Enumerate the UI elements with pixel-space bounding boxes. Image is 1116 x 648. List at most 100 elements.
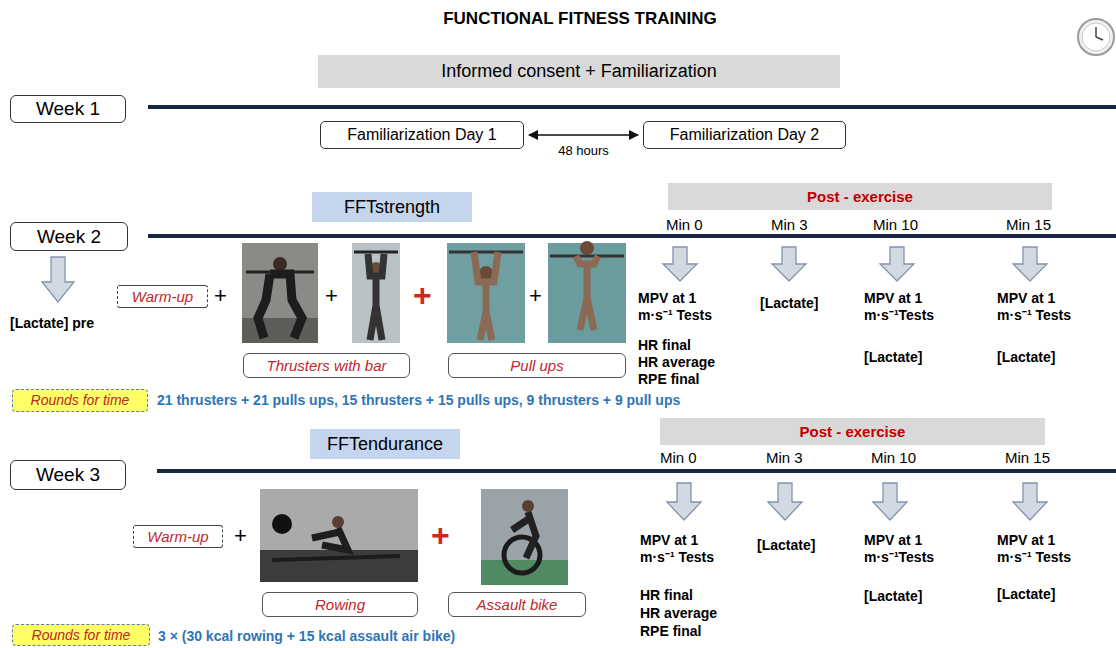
photo-assault-bike: [481, 489, 568, 585]
athlete-body: [512, 512, 536, 558]
node-text: FFTendurance: [327, 434, 443, 455]
node-text: Familiarization Day 2: [670, 126, 819, 144]
photo-thruster-press: [352, 243, 400, 343]
down-arrow: [772, 247, 806, 281]
exercise-box: Rowing: [262, 592, 418, 617]
measure-label: [Lactate] pre: [10, 315, 94, 332]
diagram-title: FUNCTIONAL FITNESS TRAINING: [0, 9, 1116, 29]
barbell: [354, 251, 398, 254]
time-label: Min 15: [1005, 449, 1050, 467]
connector: [529, 134, 638, 136]
measure-label: [Lactate]: [997, 349, 1055, 366]
plus-sign: +: [234, 523, 247, 549]
node-text: Warm-up: [132, 288, 193, 305]
exercise-box: Pull ups: [448, 353, 626, 378]
athlete-body: [576, 256, 598, 330]
athlete-body: [258, 274, 302, 338]
node-text: Week 3: [36, 464, 100, 486]
measure-label: MPV at 1 m·s⁻¹ Tests: [997, 290, 1089, 324]
time-label: Min 0: [660, 449, 697, 467]
timeline-bar: [148, 234, 1116, 238]
session-box: Familiarization Day 2: [643, 121, 846, 149]
plus-sign: +: [413, 276, 432, 314]
edge-label: 48 hours: [556, 143, 611, 158]
phase-band: Post - exercise: [668, 183, 1052, 210]
timeline-bar: [148, 105, 1116, 109]
clock-hand: [1095, 27, 1097, 37]
plus-sign: +: [325, 283, 338, 309]
photo-background: [447, 243, 525, 343]
node-text: Informed consent + Familiarization: [441, 61, 717, 82]
warmup-banner: Warm-up: [117, 285, 208, 308]
workout-description: 21 thrusters + 21 pulls ups, 15 thruster…: [157, 392, 680, 409]
exercise-box: Assault bike: [448, 592, 586, 617]
format-box: Rounds for time: [12, 389, 148, 412]
protocol-box: FFTendurance: [310, 429, 460, 459]
week-box: Week 2: [10, 222, 128, 251]
time-label: Min 10: [873, 216, 918, 234]
photo-thruster-squat: [242, 243, 318, 343]
measure-label: RPE final: [640, 623, 701, 640]
athlete-body: [312, 528, 348, 550]
measure-label: HR final: [638, 337, 691, 354]
week-box: Week 1: [10, 95, 126, 123]
clock-dial: [1082, 23, 1110, 51]
measure-label: HR average: [638, 354, 715, 371]
athlete-body: [474, 252, 498, 340]
measure-label: MPV at 1 m·s⁻¹Tests: [864, 290, 956, 324]
measure-label: MPV at 1 m·s⁻¹ Tests: [640, 532, 728, 566]
session-box: Familiarization Day 1: [320, 121, 524, 149]
photo-rowing: [260, 489, 418, 582]
node-text: Post - exercise: [800, 423, 906, 440]
clock-face: [1078, 19, 1114, 55]
down-arrow: [873, 483, 907, 520]
node-text: Rounds for time: [31, 392, 130, 408]
photo-background: [242, 243, 318, 343]
measure-label: MPV at 1 m·s⁻¹Tests: [864, 532, 956, 566]
down-arrow: [667, 483, 701, 520]
athlete-body: [368, 254, 384, 340]
node-text: Week 2: [37, 226, 101, 248]
athlete-head: [479, 266, 493, 280]
workout-description: 3 × (30 kcal rowing + 15 kcal assault ai…: [158, 628, 455, 645]
timeline-bar: [157, 469, 1116, 473]
photo-background: [548, 243, 626, 343]
down-arrow: [880, 247, 914, 281]
athlete-head: [522, 500, 534, 512]
down-arrow: [663, 247, 697, 281]
time-label: Min 3: [771, 216, 808, 234]
photo-floor: [260, 550, 418, 582]
plus-sign: +: [214, 283, 227, 309]
rower-flywheel: [272, 514, 292, 534]
measure-label: [Lactate]: [997, 586, 1055, 603]
node-text: FFTstrength: [344, 197, 440, 218]
measure-label: [Lactate]: [760, 295, 818, 312]
measure-label: RPE final: [638, 371, 699, 388]
node-text: Pull ups: [510, 357, 563, 374]
plus-sign: +: [529, 283, 542, 309]
photo-background: [260, 489, 418, 582]
photo-pullup-hang: [447, 243, 525, 343]
measure-label: MPV at 1 m·s⁻¹ Tests: [997, 532, 1089, 566]
node-text: Rounds for time: [32, 627, 131, 643]
time-label: Min 10: [871, 449, 916, 467]
protocol-box: FFTstrength: [312, 192, 472, 222]
athlete-head: [580, 241, 594, 255]
down-arrow: [1013, 483, 1047, 520]
time-label: Min 3: [766, 449, 803, 467]
clock-icon: [1078, 19, 1114, 55]
athlete-head: [332, 516, 344, 528]
pullup-bar: [449, 251, 523, 254]
week-box: Week 3: [10, 460, 126, 490]
athlete-head: [273, 257, 287, 271]
measure-label: [Lactate]: [864, 349, 922, 366]
time-label: Min 0: [666, 216, 703, 234]
format-box: Rounds for time: [12, 624, 150, 646]
plus-sign: +: [431, 516, 450, 554]
node-text: Week 1: [36, 98, 100, 120]
warmup-banner: Warm-up: [133, 525, 223, 548]
photo-background: [481, 489, 568, 585]
exercise-box: Thrusters with bar: [243, 353, 410, 378]
